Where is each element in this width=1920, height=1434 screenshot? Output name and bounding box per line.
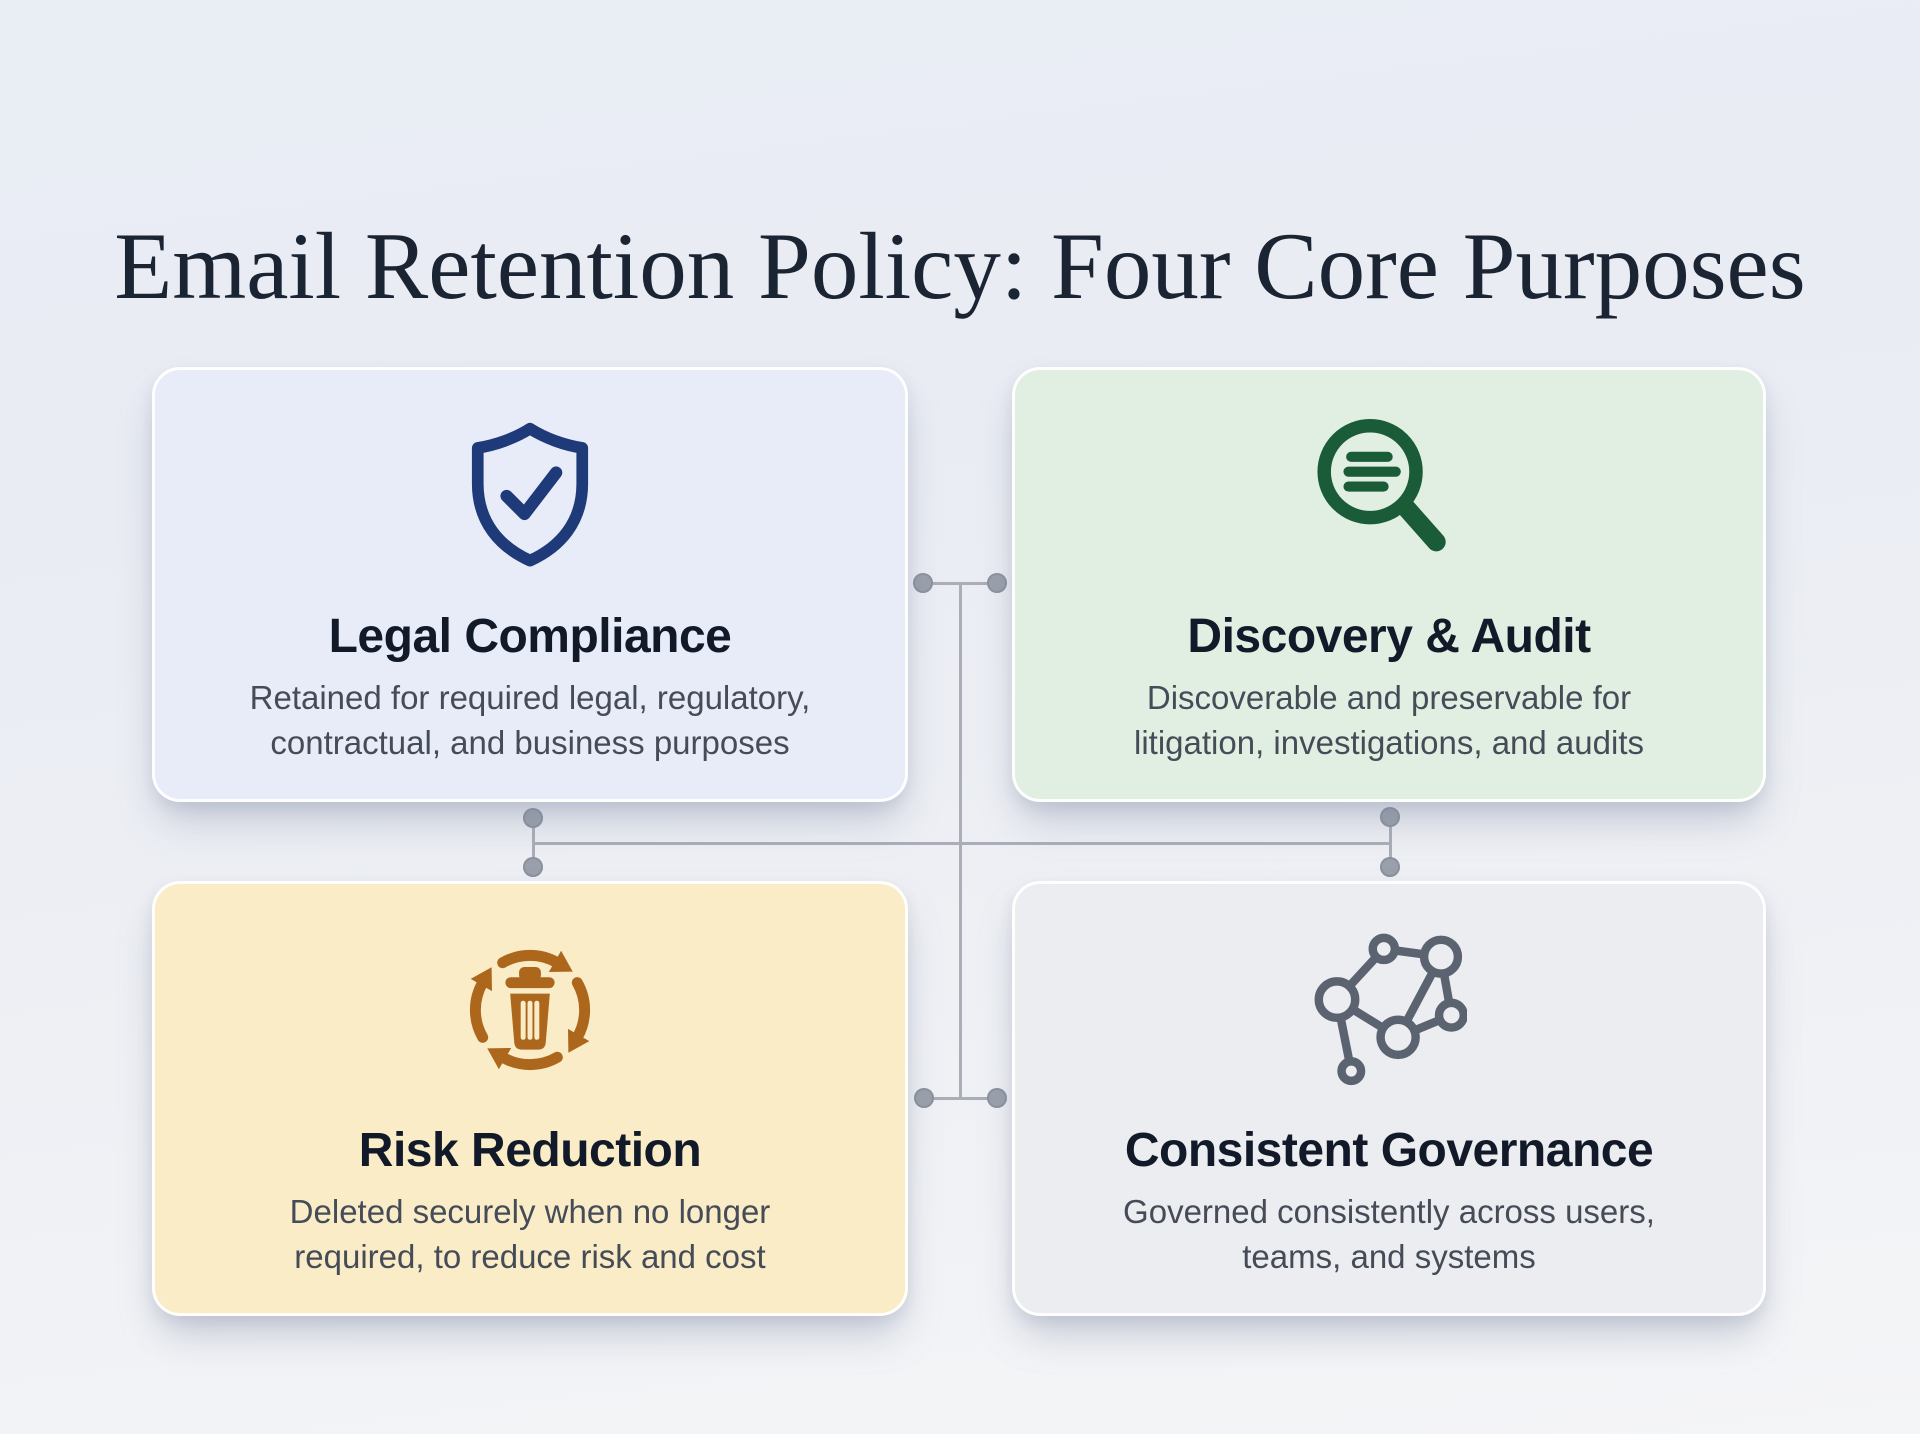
card-heading: Legal Compliance: [328, 610, 732, 663]
card-description: Discoverable and preservable for litigat…: [1134, 679, 1644, 762]
card-heading: Discovery & Audit: [1187, 610, 1591, 663]
card-description: Governed consistently across users, team…: [1123, 1193, 1655, 1276]
card-consistent-governance: Consistent Governance Governed consisten…: [1012, 881, 1766, 1316]
card-description: Deleted securely when no longer required…: [289, 1193, 771, 1276]
card-risk-reduction: Risk Reduction Deleted securely when no …: [152, 881, 908, 1316]
magnifier-lines-icon: [1308, 415, 1470, 577]
connector-dot: [1380, 807, 1400, 827]
connector-dot: [987, 573, 1007, 593]
delete-cycle-icon: [448, 929, 612, 1091]
connector-dot: [914, 1088, 934, 1108]
connector-left-stub: [532, 818, 535, 867]
card-legal-compliance: Legal Compliance Retained for required l…: [152, 367, 908, 802]
connector-dot: [523, 808, 543, 828]
connector-dot: [1380, 857, 1400, 877]
connector-dot: [913, 573, 933, 593]
card-heading: Risk Reduction: [358, 1124, 702, 1177]
network-nodes-icon: [1311, 929, 1467, 1091]
connector-right-stub: [1389, 817, 1392, 867]
card-discovery-audit: Discovery & Audit Discoverable and prese…: [1012, 367, 1766, 802]
card-description: Retained for required legal, regulatory,…: [249, 679, 811, 762]
connector-bottom-horizontal: [924, 1097, 997, 1100]
connector-center-vertical: [959, 583, 962, 1098]
connector-dot: [987, 1088, 1007, 1108]
connector-dot: [523, 857, 543, 877]
shield-check-icon: [464, 415, 596, 577]
page-title: Email Retention Policy: Four Core Purpos…: [114, 212, 1806, 319]
card-heading: Consistent Governance: [1124, 1124, 1654, 1177]
connector-top-horizontal: [923, 582, 997, 585]
connector-middle-horizontal: [533, 842, 1390, 845]
